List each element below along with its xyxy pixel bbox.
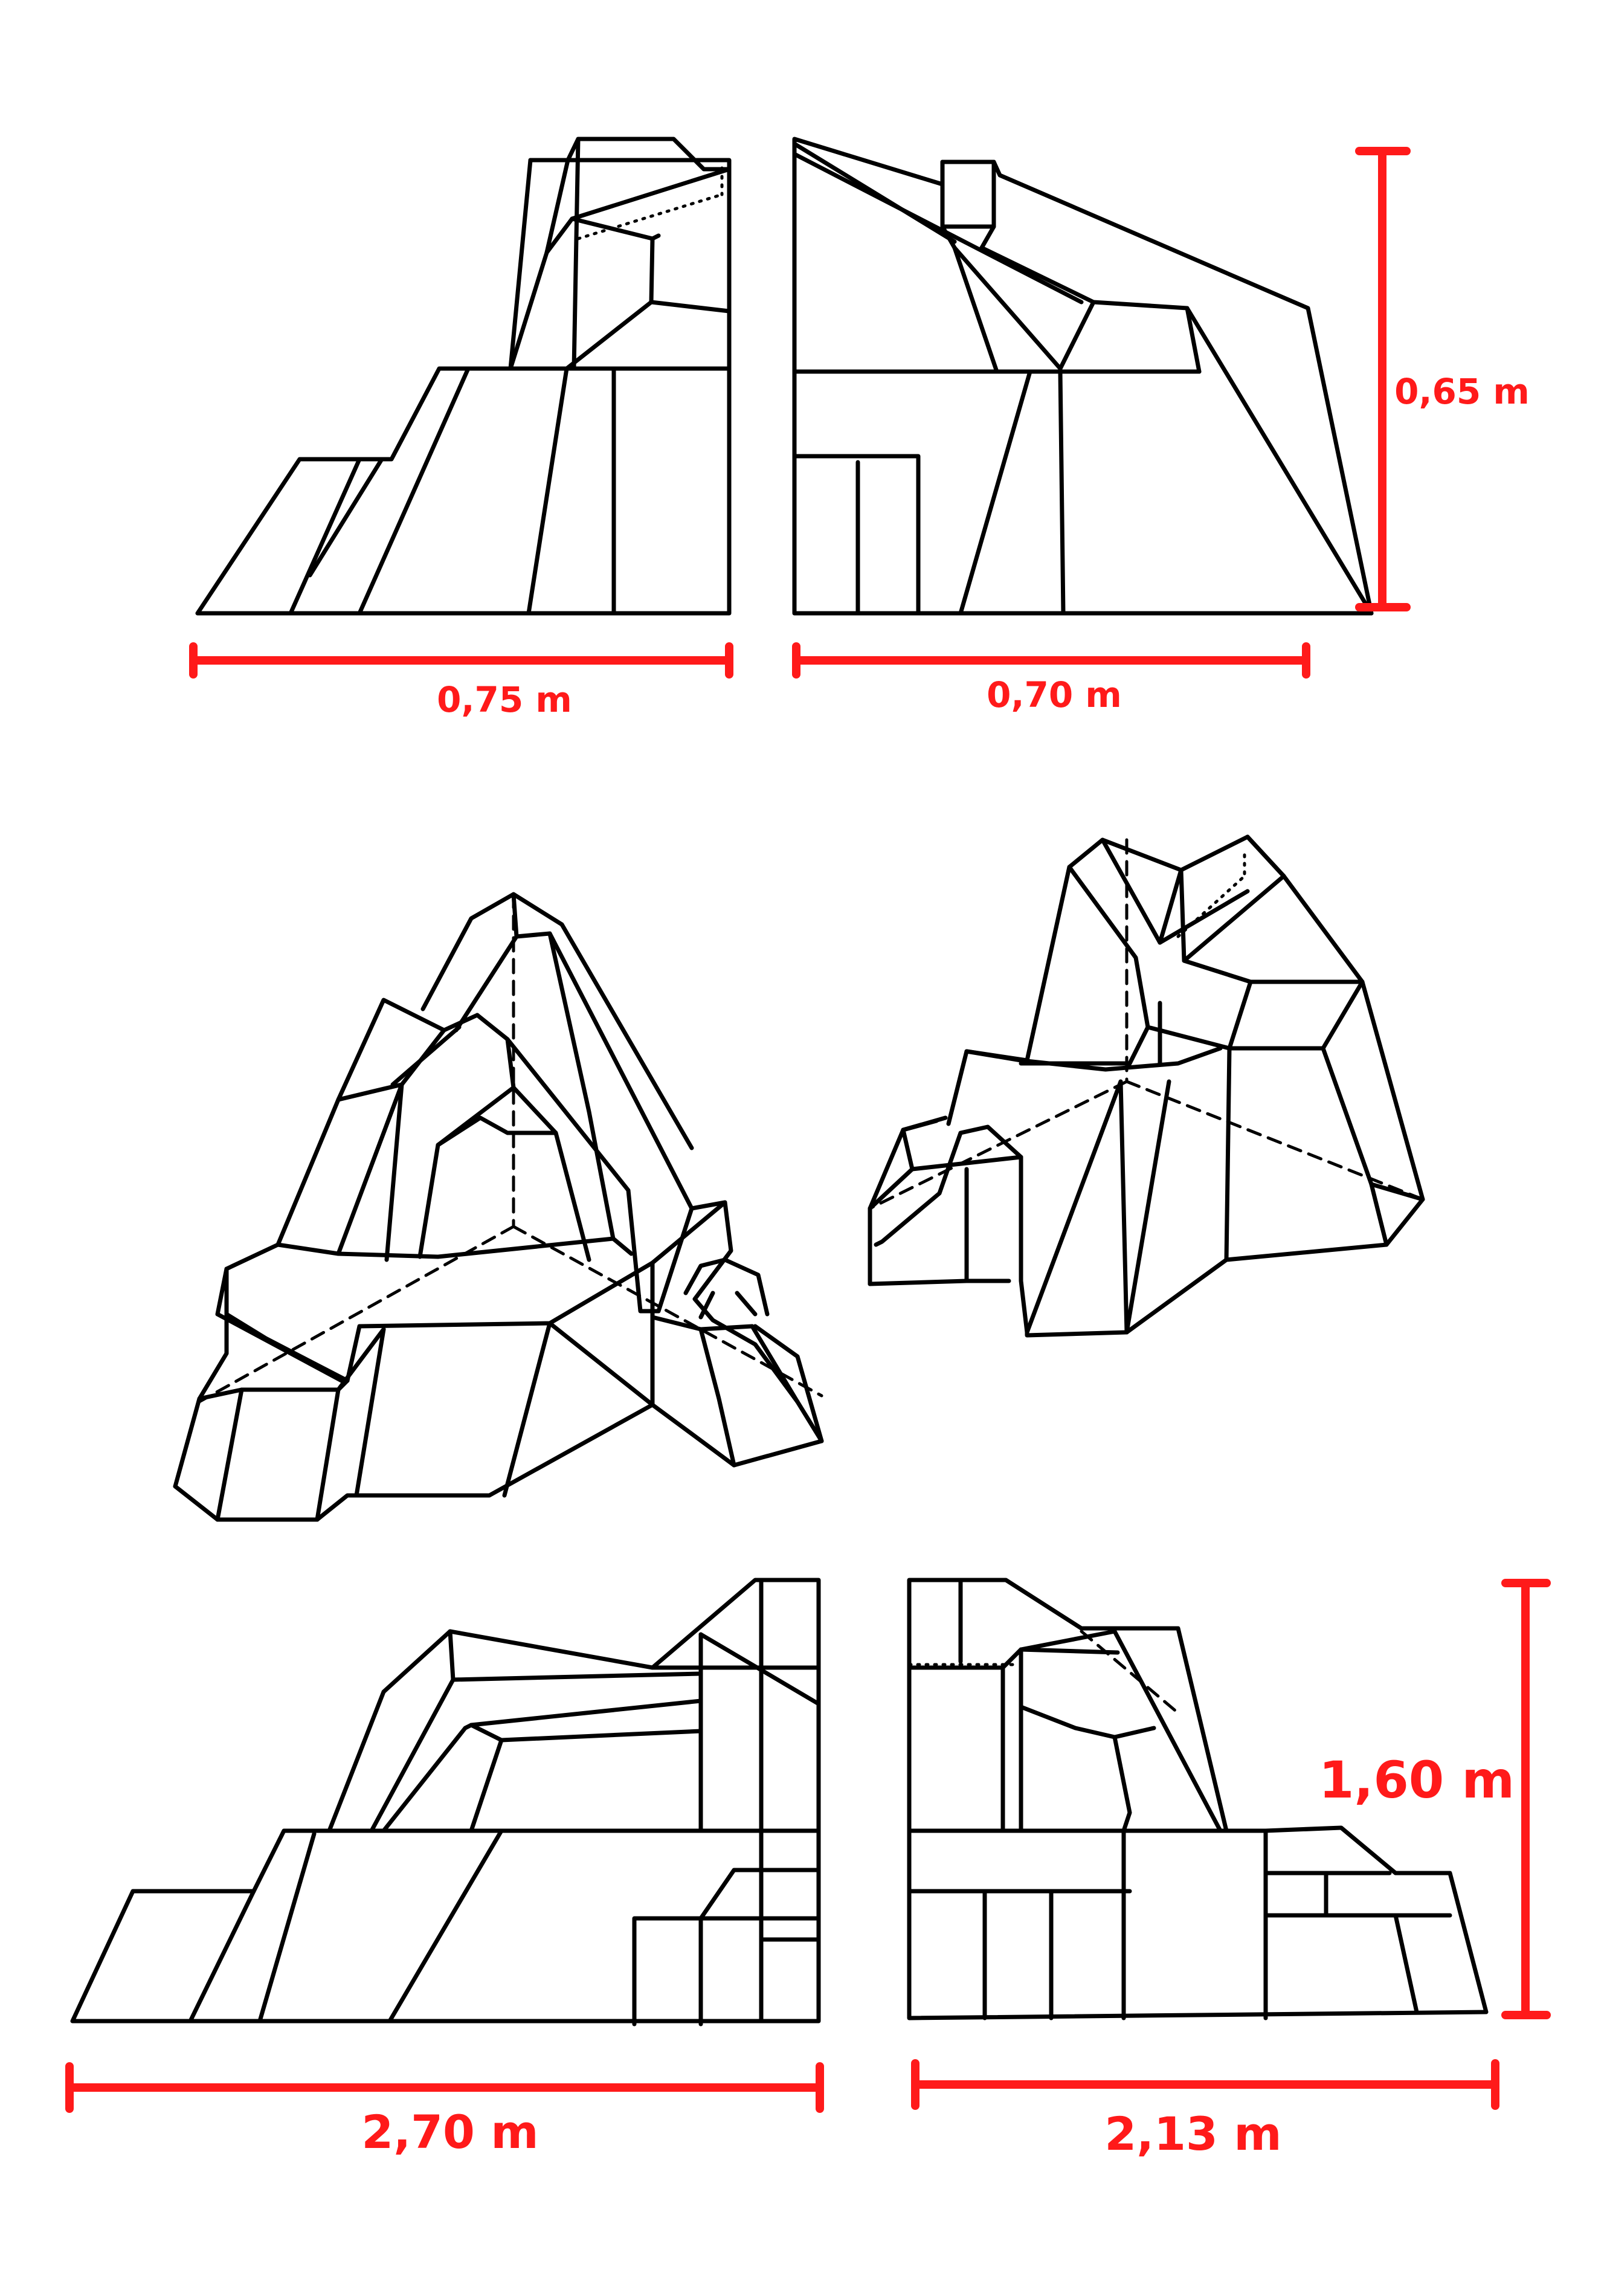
dimension-bottom-right-width: 2,13 m (911, 2059, 1499, 2161)
bottom-left-width-label: 2,70 m (361, 2105, 538, 2159)
top-left-width-label: 0,75 m (437, 679, 572, 720)
large-model-isometric-right (868, 834, 1425, 1338)
small-model-right-elevation (792, 137, 1374, 616)
large-model-isometric-left (173, 892, 824, 1522)
dimension-top-right-width: 0,70 m (792, 642, 1310, 715)
small-model-left-elevation (195, 137, 732, 616)
top-height-label: 0,65 m (1394, 371, 1530, 412)
dimension-top-height: 0,65 m (1355, 147, 1530, 611)
dimension-top-left-width: 0,75 m (189, 642, 733, 720)
dimension-bottom-left-width: 2,70 m (65, 2062, 824, 2159)
large-model-right-elevation (907, 1578, 1489, 2020)
top-right-width-label: 0,70 m (987, 674, 1122, 715)
large-model-left-elevation (70, 1578, 821, 2027)
dimension-bottom-height: 1,60 m (1319, 1579, 1551, 2019)
bottom-height-label: 1,60 m (1319, 1750, 1515, 1810)
bottom-right-width-label: 2,13 m (1104, 2107, 1281, 2161)
